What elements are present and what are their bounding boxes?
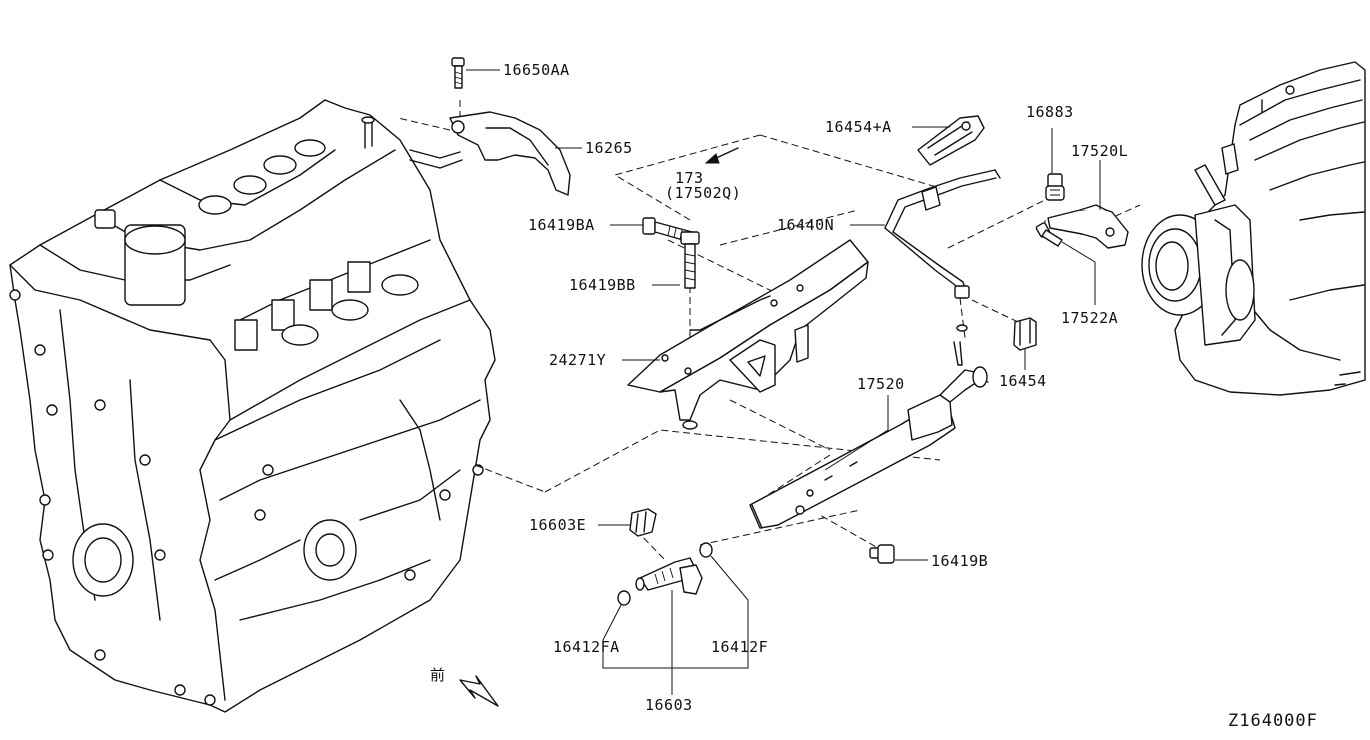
o-ring-16412FA: [617, 590, 631, 606]
engine-assembly: [9, 99, 496, 713]
drawing-code: Z164000F: [1228, 711, 1318, 731]
label-16412FA: 16412FA: [553, 638, 620, 656]
clip-16454: [1013, 317, 1037, 351]
label-16419BB: 16419BB: [569, 276, 636, 294]
front-direction-arrow: [459, 675, 499, 707]
clip-16603E: [629, 508, 657, 537]
label-173: 173: [675, 169, 704, 187]
label-16419BA: 16419BA: [528, 216, 595, 234]
fuel-hose-16440N: [884, 169, 1001, 299]
leader-lines: [466, 69, 1101, 695]
screw-17522A: [1035, 222, 1063, 247]
bracket-16265: [449, 111, 571, 196]
injector-16603: [635, 557, 703, 595]
clamp-16454A: [917, 115, 985, 166]
label-16412F: 16412F: [711, 638, 769, 656]
label-16603E: 16603E: [529, 516, 587, 534]
bolt-16419BB: [680, 231, 700, 289]
label-16454: 16454: [999, 372, 1047, 390]
label-17520: 17520: [857, 375, 905, 393]
direction-arrow-173: [704, 147, 739, 164]
label-16419B: 16419B: [931, 552, 989, 570]
sensor-16883: [1045, 173, 1065, 201]
label-17520L: 17520L: [1071, 142, 1129, 160]
label-16650AA: 16650AA: [503, 61, 570, 79]
throttle-intake-assembly: [1141, 61, 1366, 396]
label-16440N: 16440N: [777, 216, 835, 234]
label-17502Q: (17502Q): [665, 184, 742, 202]
o-ring-16412F: [699, 542, 713, 558]
label-16603: 16603: [645, 696, 693, 714]
bolt-16650AA: [451, 57, 465, 89]
o-ring-hose: [953, 324, 968, 366]
protector-24271Y: [627, 239, 869, 430]
label-16265: 16265: [585, 139, 633, 157]
label-16883: 16883: [1026, 103, 1074, 121]
label-16454A: 16454+A: [825, 118, 892, 136]
fuel-rail-17520: [749, 366, 989, 529]
label-17522A: 17522A: [1061, 309, 1119, 327]
label-24271Y: 24271Y: [549, 351, 607, 369]
bolt-16419B: [869, 544, 895, 564]
front-mark: 前: [430, 666, 446, 684]
